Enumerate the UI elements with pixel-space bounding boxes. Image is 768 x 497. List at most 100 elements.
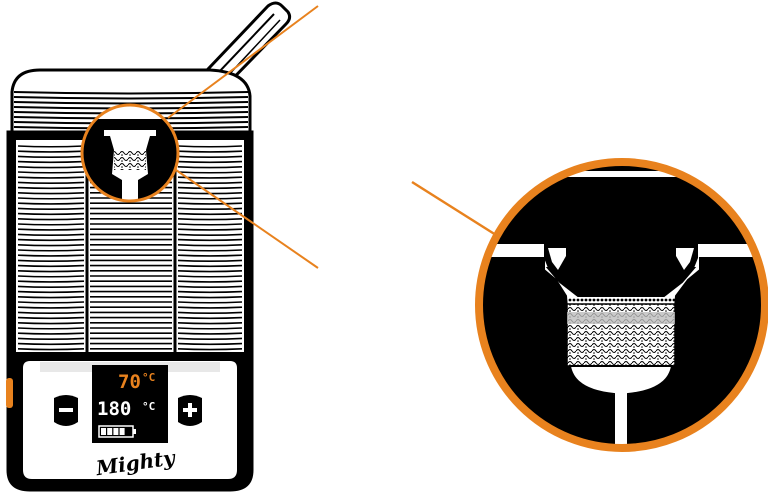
screen-dot [569,299,572,302]
grille-line-left [18,245,84,246]
grille-line-left [18,162,84,163]
grille-line-right [178,198,242,199]
grille-line-right [178,167,242,168]
grille-line-right [178,349,242,350]
set-temperature-unit: °C [142,371,155,384]
grille-line-left [18,172,84,173]
grille-line-left [18,151,84,152]
grille-line-right [178,182,242,183]
grille-line-right [178,292,242,293]
grille-line-left [18,312,84,313]
screen-dot [589,299,592,302]
grille-line-right [178,286,242,287]
grille-line-right [178,328,242,329]
grille-line-left [18,276,84,277]
screen-dot [617,299,620,302]
grille-line-right [178,323,242,324]
screen-dot [633,299,636,302]
screen-dot [585,299,588,302]
grille-line-left [18,229,84,230]
grille-line-right [178,214,242,215]
chamber-zoom [470,155,768,455]
grille-line-right [178,312,242,313]
grille-line-right [178,266,242,267]
grille-line-left [18,318,84,319]
grille-line-right [178,260,242,261]
screen-dot [657,299,660,302]
grille-line-right [178,276,242,277]
grille-line-right [178,156,242,157]
grille-line-left [18,271,84,272]
grille-line-left [18,328,84,329]
control-panel: 70 °C 180 °C Mighty [22,360,238,480]
actual-temperature-unit: °C [142,400,155,413]
grille-line-left [18,255,84,256]
screen-dot [597,299,600,302]
screen-dot [613,299,616,302]
grille-line-left [18,188,84,189]
grille-line-left [18,302,84,303]
screen-dot [641,299,644,302]
grille-line-right [178,338,242,339]
grille-line-left [18,260,84,261]
grille-line-left [18,224,84,225]
screen-dot [605,299,608,302]
grille-line-left [18,193,84,194]
grille-line-left [18,182,84,183]
grille-line-left [18,323,84,324]
grille-line-left [18,240,84,241]
screen-dot [629,299,632,302]
screen-dot [625,299,628,302]
grille-line-left [18,234,84,235]
grille-line-right [178,302,242,303]
screen-dot [581,299,584,302]
grille-line-left [18,208,84,209]
grille-line-left [18,286,84,287]
grille-line-right [178,255,242,256]
grille-line-left [18,333,84,334]
grille-line-left [18,167,84,168]
screen-dot [673,299,676,302]
actual-temperature: 180 [97,398,131,420]
plus-button[interactable] [178,395,202,426]
grille-line-left [18,292,84,293]
grille-line-right [178,219,242,220]
grille-line-right [178,151,242,152]
grille-line-right [178,188,242,189]
grille-line-left [18,198,84,199]
grille-line-left [18,297,84,298]
grille-line-left [18,338,84,339]
grille-line-left [18,219,84,220]
grille-line-left [18,146,84,147]
grille-line-right [178,318,242,319]
grille-line-left [18,250,84,251]
minus-button[interactable] [54,395,78,426]
minus-icon [59,408,73,412]
grille-line-right [178,229,242,230]
battery-cell [113,428,118,435]
grille-line-right [178,234,242,235]
grille-line-left [18,214,84,215]
grille-line-right [178,297,242,298]
screen-dot [593,299,596,302]
grille-line-right [178,224,242,225]
battery-cell [107,428,112,435]
grille-line-right [178,307,242,308]
screen-dot [573,299,576,302]
grille-line-left [18,344,84,345]
grille-line-right [178,344,242,345]
screen-dot [621,299,624,302]
set-temperature: 70 [118,371,141,393]
grille-line-left [18,349,84,350]
grille-line-left [18,266,84,267]
lcd-display: 70 °C 180 °C [92,365,168,443]
screen-dot [601,299,604,302]
grille-line-right [178,172,242,173]
grille-line-right [178,203,242,204]
grille-line-right [178,271,242,272]
side-charge-indicator [6,378,13,408]
screen-dot [661,299,664,302]
battery-cell [120,428,125,435]
screen-dot [673,367,676,370]
